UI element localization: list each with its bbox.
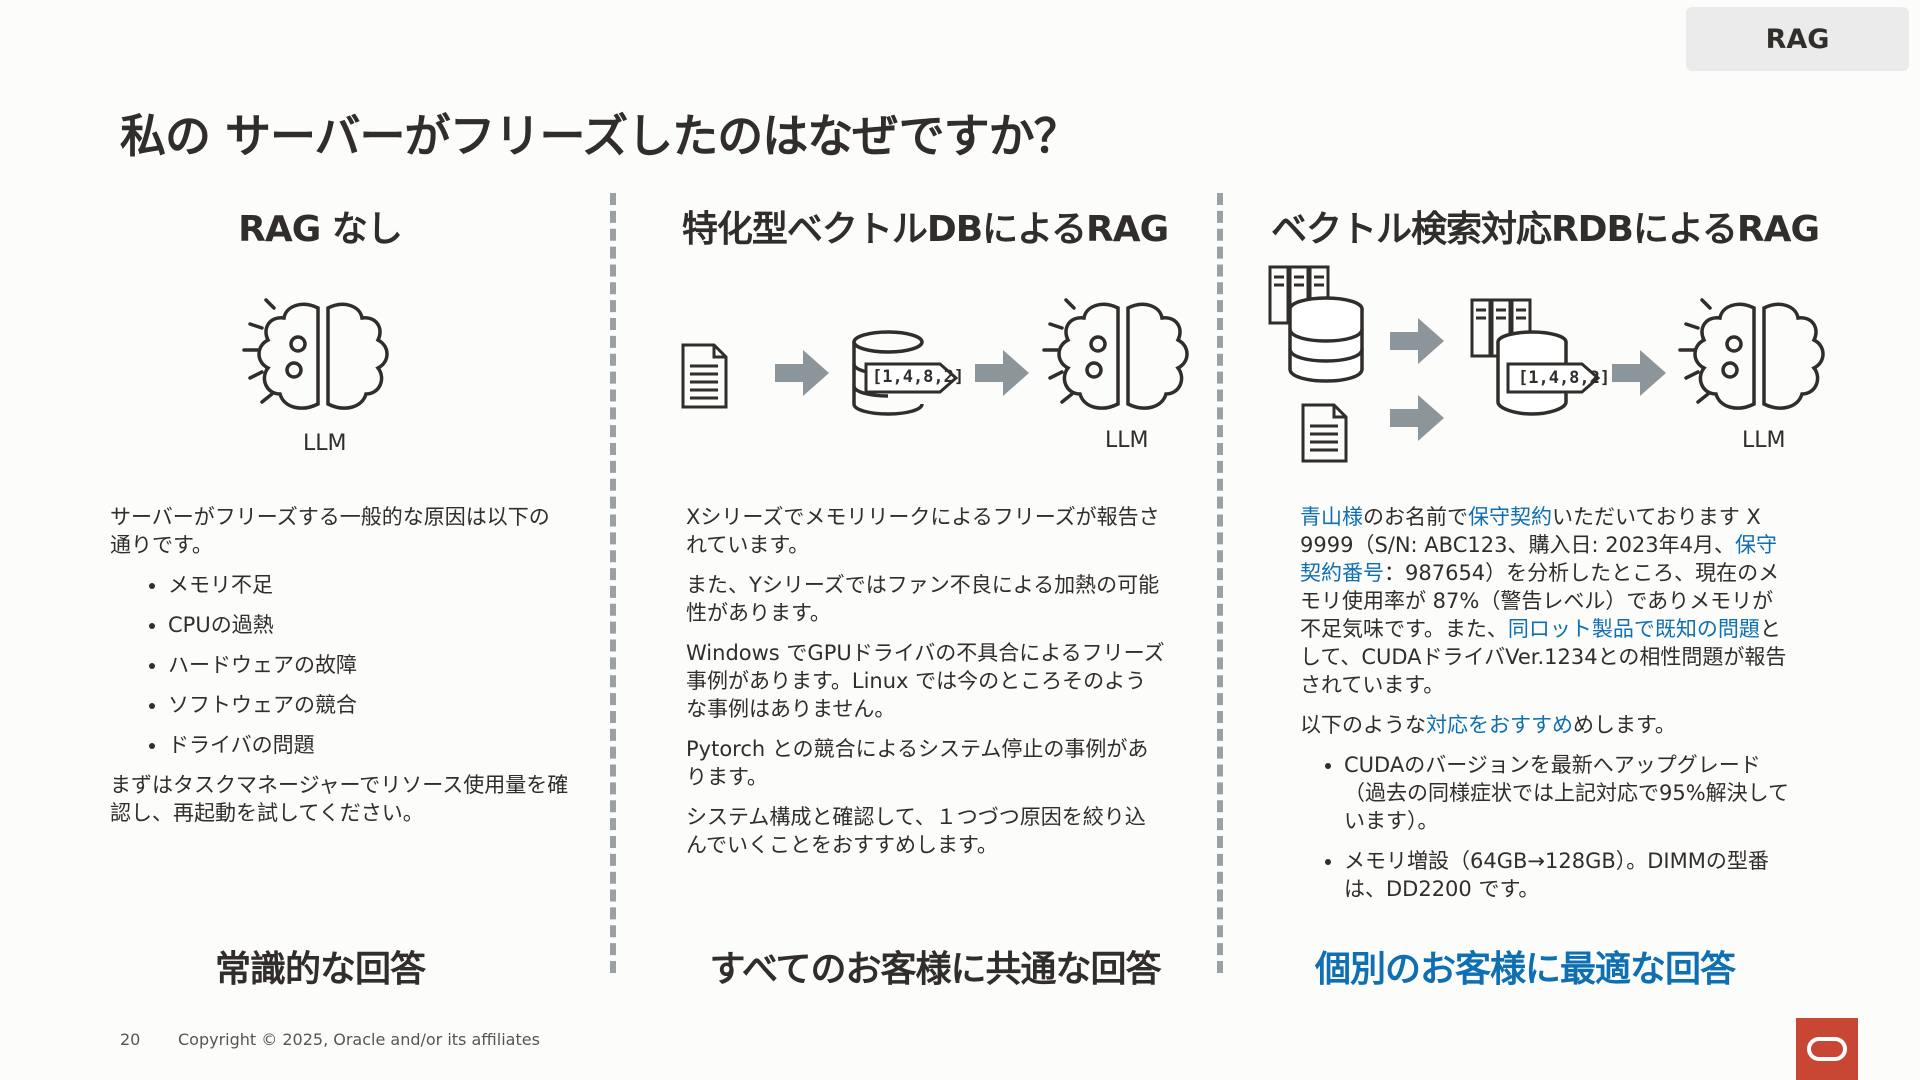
text-span: のお名前で	[1363, 505, 1468, 529]
paragraph: Windows でGPUドライバの不具合によるフリーズ事例があります。Linux…	[686, 641, 1165, 721]
text-span: として、CUDAドライバVer.1234との相性問題が報告されています。	[1300, 617, 1787, 697]
list-item: メモリ増設（64GB→128GB）。DIMMの型番は、DD2200 です。	[1344, 847, 1790, 903]
oracle-logo	[1796, 1018, 1858, 1080]
llm-brain-icon	[1042, 298, 1189, 410]
llm-brain-icon	[1678, 298, 1825, 410]
paragraph: Xシリーズでメモリリークによるフリーズが報告されています。	[686, 505, 1160, 557]
highlight-contract-number: 保守契約番号	[1300, 533, 1778, 585]
list-item: ソフトウェアの競合	[168, 691, 570, 719]
list-item: ドライバの問題	[168, 731, 570, 759]
paragraph: また、Yシリーズではファン不良による加熱の可能性があります。	[686, 573, 1160, 625]
highlight-contract: 保守契約	[1468, 505, 1552, 529]
list-item: CUDAのバージョンを最新へアップグレード（過去の同様症状では上記対応で95%解…	[1344, 751, 1790, 835]
list-item: メモリ不足	[168, 571, 570, 599]
text-span: 以下のような	[1300, 713, 1426, 737]
page-title: 私の サーバーがフリーズしたのはなぜですか？	[120, 109, 1080, 163]
text-span: いただいております X 9999（S/N: ABC123、購入日: 2023年4…	[1300, 505, 1761, 557]
llm-label: LLM	[1105, 428, 1149, 453]
list-item: ハードウェアの故障	[168, 651, 570, 679]
server-database-icon	[1268, 265, 1364, 383]
paragraph: Pytorch との競合によるシステム停止の事例があります。	[686, 737, 1149, 789]
highlight-known-issue: 同ロット製品で既知の問題	[1507, 617, 1760, 641]
arrow-right-icon	[1390, 395, 1444, 441]
vector-rdb-icon	[1470, 298, 1601, 416]
column-heading-no-rag: RAG なし	[238, 209, 403, 250]
column-heading-vector-rdb: ベクトル検索対応RDBによるRAG	[1270, 209, 1820, 250]
text-span: ：987654）を分析したところ、現在のメモリ使用率が 87%（警告レベル）であ…	[1300, 561, 1780, 641]
section-tag: RAG	[1686, 7, 1909, 71]
answer-label-vector-db: すべてのお客様に共通な回答	[709, 949, 1161, 990]
list-item: CPUの過熱	[168, 611, 570, 639]
cause-list: メモリ不足 CPUの過熱 ハードウェアの故障 ソフトウェアの競合 ドライバの問題	[110, 571, 570, 759]
highlight-recommendation: 対応をおすすめ	[1426, 713, 1573, 737]
vector-label: [1,4,8,2]	[872, 367, 965, 387]
answer-label-vector-rdb: 個別のお客様に最適な回答	[1314, 949, 1736, 990]
paragraph: システム構成と確認して、１つづつ原因を絞り込んでいくことをおすすめします。	[686, 805, 1146, 857]
llm-label: LLM	[1742, 428, 1786, 453]
intro-paragraph: サーバーがフリーズする一般的な原因は以下の通りです。	[110, 505, 550, 557]
vector-db-answer-text: Xシリーズでメモリリークによるフリーズが報告されています。 また、Yシリーズでは…	[686, 503, 1166, 871]
document-icon	[1301, 403, 1348, 463]
vector-database-icon	[852, 330, 959, 416]
recommendation-list: CUDAのバージョンを最新へアップグレード（過去の同様症状では上記対応で95%解…	[1300, 751, 1790, 903]
text-span: めします。	[1573, 713, 1676, 737]
closing-paragraph: まずはタスクマネージャーでリソース使用量を確認し、再起動を試してください。	[110, 773, 569, 825]
arrow-right-icon	[775, 350, 829, 396]
document-icon	[681, 343, 728, 409]
vector-rdb-answer-text: 青山様のお名前で保守契約いただいております X 9999（S/N: ABC123…	[1300, 503, 1790, 915]
page-number: 20	[120, 1030, 141, 1049]
vector-label: [1,4,8,2]	[1518, 368, 1611, 388]
oracle-logo-ring	[1807, 1037, 1847, 1061]
highlight-customer: 青山様	[1300, 505, 1363, 529]
column-divider-2	[1217, 193, 1223, 973]
column-heading-vector-db: 特化型ベクトルDBによるRAG	[681, 209, 1169, 250]
copyright: Copyright © 2025, Oracle and/or its affi…	[178, 1030, 540, 1049]
arrow-right-icon	[1390, 318, 1444, 364]
customer-analysis-paragraph: 青山様のお名前で保守契約いただいております X 9999（S/N: ABC123…	[1300, 503, 1790, 699]
no-rag-answer-text: サーバーがフリーズする一般的な原因は以下の通りです。 メモリ不足 CPUの過熱 …	[110, 503, 570, 839]
arrow-right-icon	[1612, 350, 1666, 396]
llm-brain-icon	[242, 298, 389, 410]
recommendation-intro: 以下のような対応をおすすめめします。	[1300, 711, 1790, 739]
column-divider-1	[610, 193, 616, 973]
arrow-right-icon	[975, 350, 1029, 396]
answer-label-no-rag: 常識的な回答	[214, 949, 426, 990]
llm-label: LLM	[303, 431, 347, 456]
